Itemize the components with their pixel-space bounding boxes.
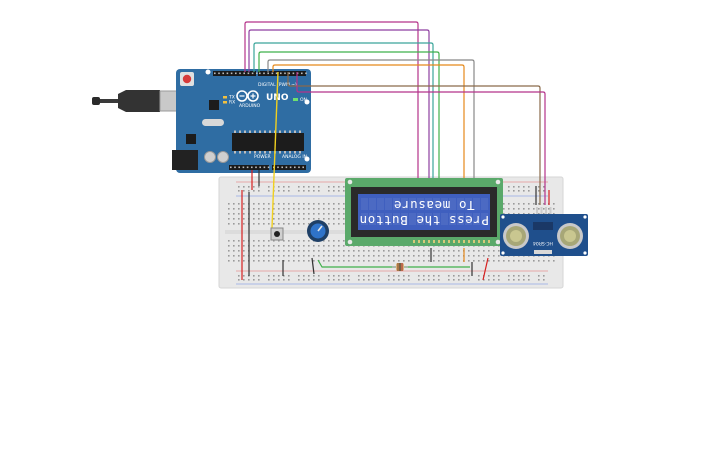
board-brand: ARDUINO — [239, 103, 261, 109]
analog-header — [272, 165, 306, 170]
wire-brown — [287, 72, 541, 205]
wire-orange — [272, 64, 465, 180]
atmega-pins — [234, 130, 301, 154]
ultrasonic-sensor[interactable]: HC-SR04 — [500, 207, 588, 256]
lcd-screen — [358, 194, 490, 230]
capacitor-1 — [204, 151, 216, 163]
power-label: POWER — [254, 154, 271, 160]
tx-label: TX — [228, 95, 235, 101]
digital-header-pins — [214, 72, 307, 75]
atmega-chip — [232, 133, 304, 151]
tx-led — [223, 96, 227, 99]
usb-cable-plug — [92, 97, 100, 105]
rx-label: RX — [229, 100, 235, 106]
wire-green — [258, 51, 440, 180]
wire-red-bottom — [482, 257, 489, 281]
usb-cable — [100, 99, 118, 103]
wire-yellow — [271, 71, 279, 229]
transducer-left — [503, 223, 529, 249]
usb-cable-head — [118, 90, 160, 112]
wire-magenta-2 — [296, 72, 546, 205]
wire-purple — [248, 29, 430, 180]
on-label: ON — [300, 97, 307, 103]
wire-black-bottom-2 — [311, 257, 315, 275]
digital-header-b — [258, 71, 306, 76]
wire-teal — [253, 42, 434, 180]
power-jack — [172, 150, 198, 170]
sensor-pin-labels — [533, 222, 553, 230]
sensor-label: HC-SR04 — [533, 240, 553, 246]
lcd-cells — [361, 198, 488, 225]
wire-magenta-1 — [244, 21, 419, 180]
sensor-pins — [536, 207, 552, 214]
reset-button[interactable] — [182, 74, 192, 84]
digital-header-a — [213, 71, 256, 76]
wire-gray — [267, 59, 475, 180]
lcd-16x2[interactable]: Press the Button To measure — [345, 178, 503, 246]
arduino-logo — [236, 90, 259, 102]
mount-hole — [304, 156, 310, 162]
lcd-line-1: Press the Button — [359, 213, 489, 228]
transducer-right — [557, 223, 583, 249]
sensor-crystal — [534, 250, 552, 254]
on-led — [293, 98, 298, 101]
crystal — [202, 119, 224, 126]
analog-label: ANALOG IN — [282, 154, 307, 160]
lcd-line-2: To measure — [393, 198, 474, 213]
rx-led — [223, 101, 227, 104]
wire-green-bottom — [317, 259, 470, 268]
power-header — [229, 165, 269, 170]
mount-hole — [304, 99, 310, 105]
push-button[interactable] — [270, 227, 284, 241]
capacitor-2 — [217, 151, 229, 163]
potentiometer[interactable] — [307, 220, 329, 242]
mount-hole — [205, 69, 211, 75]
wires — [241, 21, 550, 281]
usb-chip — [209, 100, 219, 110]
voltage-regulator — [186, 134, 196, 144]
lcd-pin-header — [413, 240, 490, 243]
resistor[interactable] — [392, 263, 408, 271]
